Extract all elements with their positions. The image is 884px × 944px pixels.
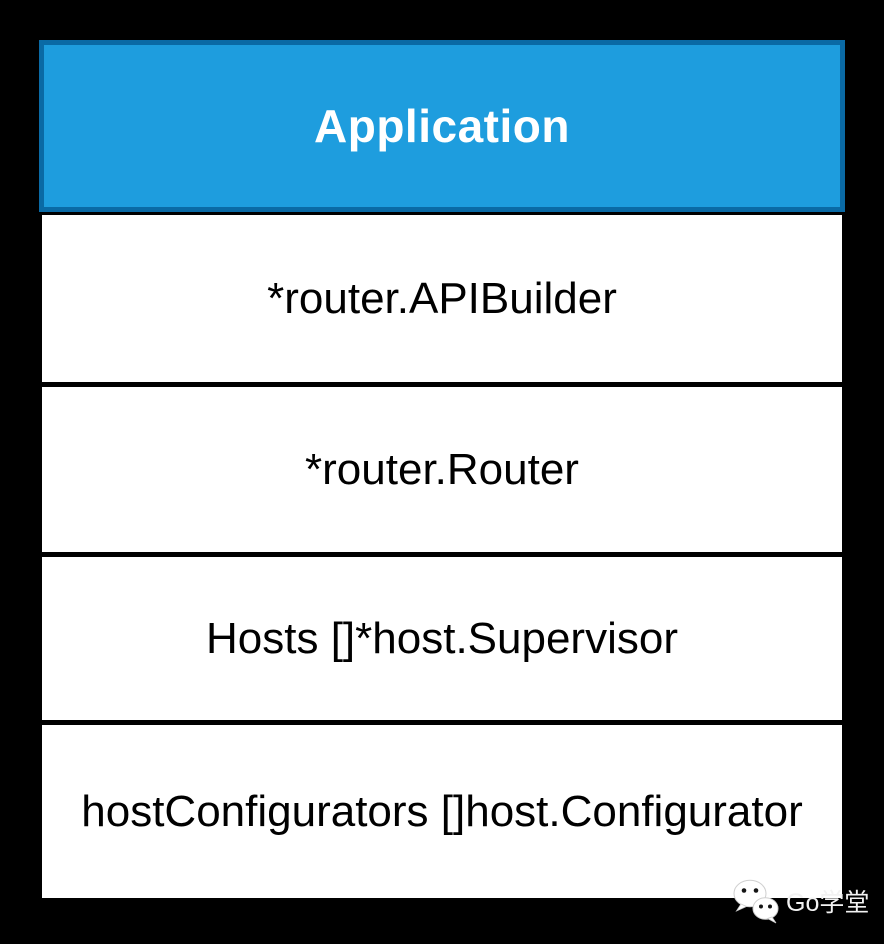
field-label-hostconfigurators: hostConfigurators []host.Configurator: [81, 786, 803, 836]
wechat-icon: [733, 879, 779, 924]
application-header-label: Application: [314, 100, 570, 152]
field-label-hosts: Hosts []*host.Supervisor: [206, 613, 678, 663]
field-label-router: *router.Router: [305, 444, 579, 494]
watermark-label: Go学堂: [786, 889, 870, 917]
watermark: Go学堂: [731, 878, 869, 924]
field-row-hosts: Hosts []*host.Supervisor: [42, 557, 842, 720]
field-row-hostconfigurators: hostConfigurators []host.Configurator: [42, 725, 842, 898]
field-row-apibuilder: *router.APIBuilder: [42, 215, 842, 382]
application-header-box: Application: [39, 40, 845, 212]
field-label-apibuilder: *router.APIBuilder: [267, 273, 617, 323]
field-row-router: *router.Router: [42, 387, 842, 552]
